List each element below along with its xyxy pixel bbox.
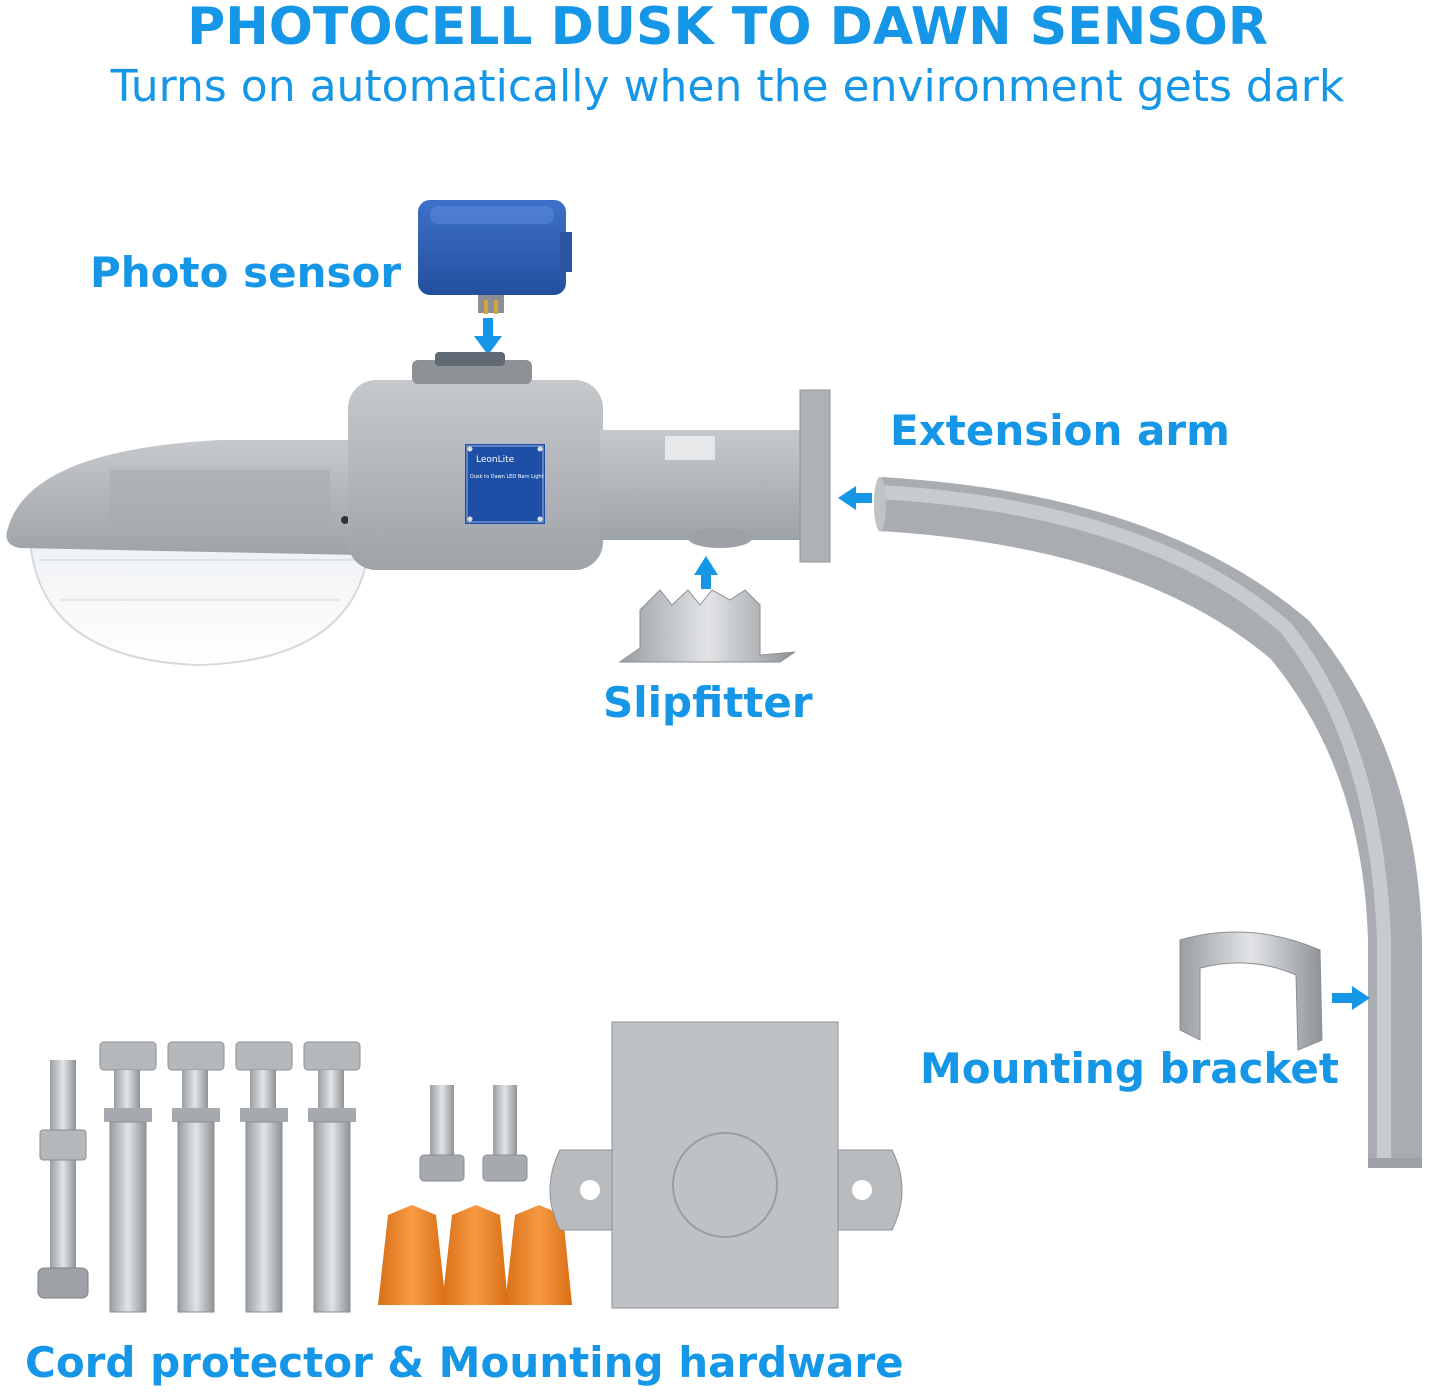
label-mounting-bracket: Mounting bracket: [920, 1044, 1339, 1093]
hardware-bolt: [37, 1060, 89, 1299]
arrow-icon: [694, 556, 718, 589]
label-slipfitter: Slipfitter: [603, 678, 813, 727]
page-title: PHOTOCELL DUSK TO DAWN SENSOR: [187, 0, 1268, 57]
label-photo-sensor: Photo sensor: [90, 248, 402, 297]
arrow-icon: [838, 486, 872, 510]
small-screws: [419, 1085, 528, 1182]
extension-arm-part: [874, 477, 1422, 1168]
anchor-bolts: [99, 1041, 361, 1313]
brand-label: LeonLite: [476, 455, 515, 465]
barn-light-fixture: [6, 352, 831, 667]
label-extension-arm: Extension arm: [890, 406, 1230, 455]
slipfitter-part: [618, 589, 796, 663]
page-subtitle: Turns on automatically when the environm…: [110, 61, 1345, 112]
photo-sensor: [418, 200, 572, 314]
arrow-icon: [474, 318, 502, 355]
wire-nuts: [378, 1205, 572, 1305]
spec-label: Dusk to Dawn LED Barn Light: [470, 474, 544, 480]
cord-protector-plate: [549, 1021, 903, 1309]
arrow-icon: [1332, 986, 1370, 1010]
label-hardware: Cord protector & Mounting hardware: [25, 1338, 904, 1387]
mounting-bracket-part: [1179, 931, 1323, 1051]
